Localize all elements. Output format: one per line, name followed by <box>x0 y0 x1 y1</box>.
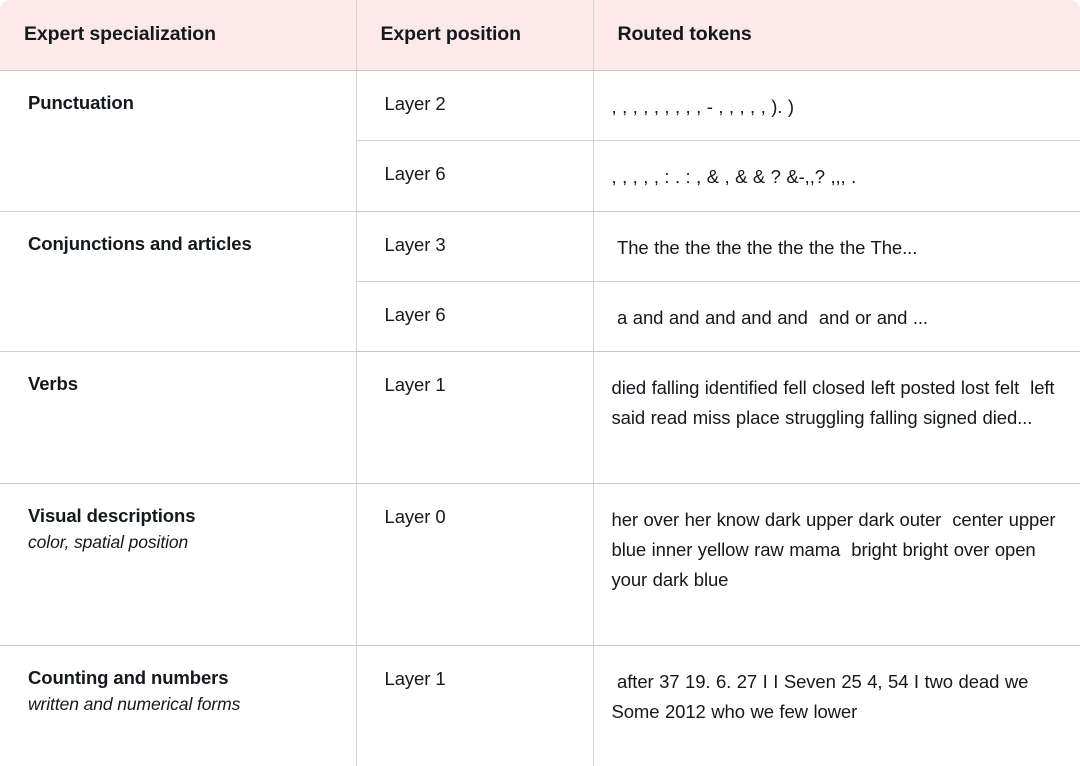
specialization-title: Verbs <box>28 372 78 394</box>
cell-routed-tokens: , , , , , : . : , & , & & ? &-,,? ,,, . <box>593 140 1080 212</box>
cell-expert-position: Layer 1 <box>356 645 594 766</box>
table-row: Verbs Layer 1 died falling identified fe… <box>0 351 1080 484</box>
column-header-routed-tokens: Routed tokens <box>593 0 1080 71</box>
header-row: Expert specialization Expert position Ro… <box>0 0 1080 71</box>
cell-specialization: Counting and numbers written and numeric… <box>0 645 357 766</box>
cell-expert-position: Layer 6 <box>356 281 594 352</box>
cell-routed-tokens: , , , , , , , , , - , , , , , ). ) <box>593 70 1080 141</box>
specialization-title: Punctuation <box>28 91 134 113</box>
cell-specialization: Visual descriptions color, spatial posit… <box>0 483 357 646</box>
cell-specialization: Conjunctions and articles <box>0 211 357 352</box>
cell-specialization: Punctuation <box>0 70 357 212</box>
table-row: Counting and numbers written and numeric… <box>0 645 1080 766</box>
table-header: Expert specialization Expert position Ro… <box>0 0 1080 71</box>
cell-routed-tokens: The the the the the the the the The... <box>593 211 1080 282</box>
cell-expert-position: Layer 0 <box>356 483 594 646</box>
column-header-expert-position: Expert position <box>356 0 594 71</box>
specialization-title: Counting and numbers <box>28 666 229 688</box>
specialization-title: Conjunctions and articles <box>28 232 252 254</box>
cell-specialization: Verbs <box>0 351 357 484</box>
cell-expert-position: Layer 6 <box>356 140 594 212</box>
table-row: Conjunctions and articles Layer 3 The th… <box>0 211 1080 352</box>
cell-routed-tokens: after 37 19. 6. 27 I I Seven 25 4, 54 I … <box>593 645 1080 766</box>
table-row: Layer 6 , , , , , : . : , & , & & ? &-,,… <box>0 140 1080 212</box>
cell-routed-tokens: a and and and and and and or and ... <box>593 281 1080 352</box>
table-body: Punctuation Layer 2 , , , , , , , , , - … <box>0 70 1080 766</box>
table-row: Punctuation Layer 2 , , , , , , , , , - … <box>0 70 1080 212</box>
table-row: Layer 6 a and and and and and and or and… <box>0 281 1080 352</box>
cell-routed-tokens: her over her know dark upper dark outer … <box>593 483 1080 646</box>
specialization-title: Visual descriptions <box>28 504 196 526</box>
cell-expert-position: Layer 1 <box>356 351 594 484</box>
column-header-expert-specialization: Expert specialization <box>0 0 357 71</box>
cell-expert-position: Layer 3 <box>356 211 594 282</box>
table-row: Visual descriptions color, spatial posit… <box>0 483 1080 646</box>
specialization-subtitle: written and numerical forms <box>28 693 241 714</box>
specialization-subtitle: color, spatial position <box>28 531 189 552</box>
cell-routed-tokens: died falling identified fell closed left… <box>593 351 1080 484</box>
cell-expert-position: Layer 2 <box>356 70 594 141</box>
